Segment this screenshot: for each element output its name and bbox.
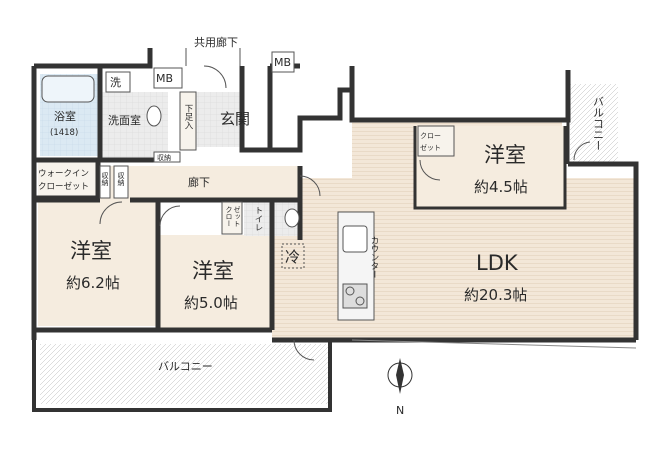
- north-arrow-icon: [396, 358, 404, 394]
- wall-ldk-upper: [349, 66, 410, 123]
- western-2-label: 洋室: [192, 259, 234, 283]
- sink: [146, 105, 162, 127]
- closet-a-label-line2: ゼット: [420, 143, 441, 152]
- western-1-size: 約6.2帖: [66, 274, 120, 292]
- wash-label: 洗: [110, 76, 121, 89]
- closet-b-label-line1: クロー: [225, 206, 233, 227]
- balcony-right-label: バルコニー: [592, 96, 605, 151]
- room1-door-arc: [99, 201, 123, 225]
- kitchen-sink: [342, 225, 368, 253]
- western-1-floor: [38, 200, 158, 326]
- balcony-door-arc: [293, 339, 315, 361]
- room3-door-arc: [419, 159, 441, 181]
- cooktop: [342, 283, 368, 309]
- western-3-size: 約4.5帖: [474, 178, 528, 196]
- balcony-right-door-arc: [573, 141, 591, 161]
- storage-box-2: [99, 165, 111, 199]
- storage-2-label: 収納: [101, 172, 109, 187]
- ldk-label: LDK: [476, 251, 519, 275]
- wic-label-line2: クローゼット: [38, 181, 89, 192]
- western-2-floor: [160, 235, 272, 332]
- walls: [31, 48, 639, 412]
- burner-1: [345, 286, 355, 296]
- mb1-label: MB: [156, 72, 173, 85]
- wall-right: [568, 161, 639, 340]
- wall-top-left: [34, 48, 153, 69]
- western-3-label: 洋室: [484, 143, 526, 167]
- bath-label: 浴室: [54, 109, 76, 123]
- storage-3-label: 収納: [117, 172, 125, 187]
- storage-box-1: [153, 151, 181, 163]
- fridge-space: [281, 243, 305, 269]
- balcony-bottom-label: バルコニー: [158, 360, 213, 373]
- mb2-box: [271, 51, 295, 73]
- balcony-right-floor: [570, 84, 618, 164]
- wall-western-3: [413, 126, 567, 210]
- bathtub: [41, 75, 95, 103]
- mb2-label: MB: [274, 56, 291, 69]
- details: [41, 48, 637, 361]
- shoe-closet: [179, 91, 197, 151]
- hallway-label: 廊下: [188, 175, 210, 189]
- ldk-window-line: [351, 339, 637, 349]
- storage-box-3: [113, 165, 129, 199]
- closet-a-box: [417, 125, 455, 157]
- toilet-label: トイレ: [253, 206, 263, 232]
- hallway-floor: [100, 166, 300, 201]
- western-1-label: 洋室: [70, 239, 112, 263]
- ldk-door-arc: [299, 175, 321, 197]
- common-corridor-label: 共用廊下: [194, 35, 238, 49]
- shoe-closet-label: 下足入: [183, 104, 193, 130]
- western-2-size: 約5.0帖: [184, 294, 238, 312]
- room-labels: 共用廊下 MB MB 洗 浴室 (1418) 洗面室 下足入 玄関 収納 収納 …: [38, 35, 605, 417]
- wall-upper: [270, 87, 352, 153]
- floor-fills: [38, 74, 636, 404]
- wall-closet-top: [410, 70, 571, 123]
- closet-b-label-line2: ゼット: [233, 205, 241, 227]
- entrance-door-arc: [203, 65, 227, 89]
- fridge-label: 冷: [285, 248, 300, 266]
- door-posts: [185, 48, 241, 66]
- storage-1-label: 収納: [157, 153, 171, 162]
- washroom-floor: [100, 92, 168, 160]
- wic-label-line1: ウォークイン: [38, 169, 89, 179]
- wall-balcony: [32, 340, 332, 412]
- counter-label: カウンター: [369, 236, 379, 279]
- closet-b-box: [221, 201, 243, 235]
- burner-2: [355, 296, 365, 306]
- wall-entrance-right: [239, 66, 273, 153]
- washer-space: [105, 71, 131, 93]
- ldk-size: 約20.3帖: [464, 286, 527, 304]
- compass: [387, 358, 413, 394]
- wic-floor: [38, 162, 98, 198]
- washroom-label: 洗面室: [108, 113, 141, 127]
- bath-size-label: (1418): [50, 128, 78, 138]
- mb1-box: [153, 67, 183, 89]
- balcony-bottom-floor: [40, 344, 330, 404]
- room2-door-arc: [159, 205, 181, 227]
- closet-a-label-line1: クロー: [420, 132, 441, 140]
- toilet-bowl: [284, 208, 300, 228]
- north-label: N: [396, 404, 404, 417]
- entrance-label: 玄関: [220, 110, 250, 128]
